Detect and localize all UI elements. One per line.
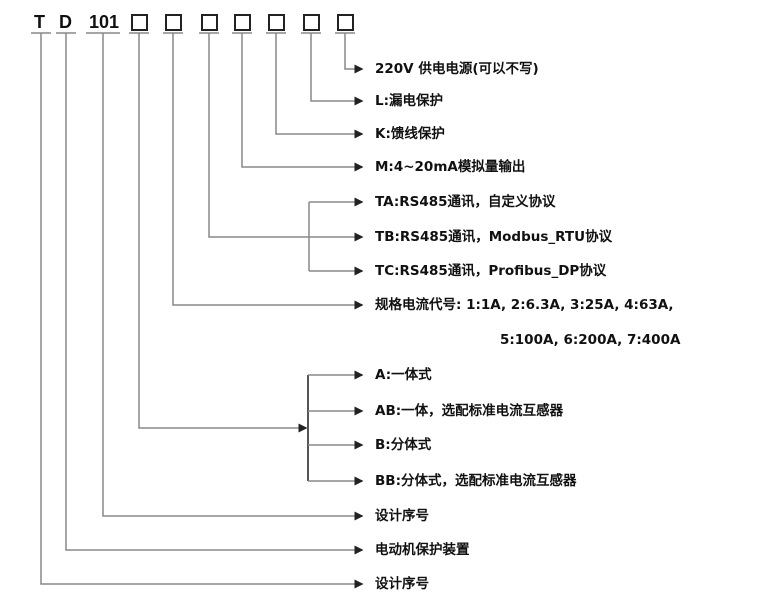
code-slot-1	[131, 14, 148, 31]
label-current-spec: 规格电流代号: 1:1A, 2:6.3A, 3:25A, 4:63A,	[375, 297, 674, 313]
label-motor-protection: 电动机保护装置	[375, 542, 470, 558]
label-comm-ta: TA:RS485通讯，自定义协议	[375, 194, 556, 210]
label-power-supply: 220V 供电电源(可以不写)	[375, 61, 539, 77]
code-slot-2	[165, 14, 182, 31]
label-leakage-protection: L:漏电保护	[375, 93, 444, 109]
label-design-number: 设计序号	[375, 508, 429, 524]
code-letter-d: D	[59, 12, 72, 32]
label-split: B:分体式	[375, 437, 432, 453]
label-feeder-protection: K:馈线保护	[375, 126, 445, 142]
code-letter-t: T	[34, 12, 45, 32]
code-slot-5	[268, 14, 285, 31]
label-split-ct: BB:分体式，选配标准电流互感器	[375, 473, 577, 489]
code-number: 101	[89, 12, 120, 32]
label-comm-tc: TC:RS485通讯，Profibus_DP协议	[375, 263, 607, 279]
label-comm-tb: TB:RS485通讯，Modbus_RTU协议	[375, 229, 613, 245]
label-design-number-2: 设计序号	[375, 576, 429, 592]
label-current-spec-cont: 5:100A, 6:200A, 7:400A	[500, 332, 681, 348]
code-slot-3	[201, 14, 218, 31]
code-slot-7	[337, 14, 354, 31]
label-integrated: A:一体式	[375, 367, 432, 383]
label-integrated-ct: AB:一体，选配标准电流互感器	[375, 403, 564, 419]
code-slot-4	[234, 14, 251, 31]
label-analog-output: M:4~20mA模拟量输出	[375, 159, 526, 175]
code-slot-6	[303, 14, 320, 31]
